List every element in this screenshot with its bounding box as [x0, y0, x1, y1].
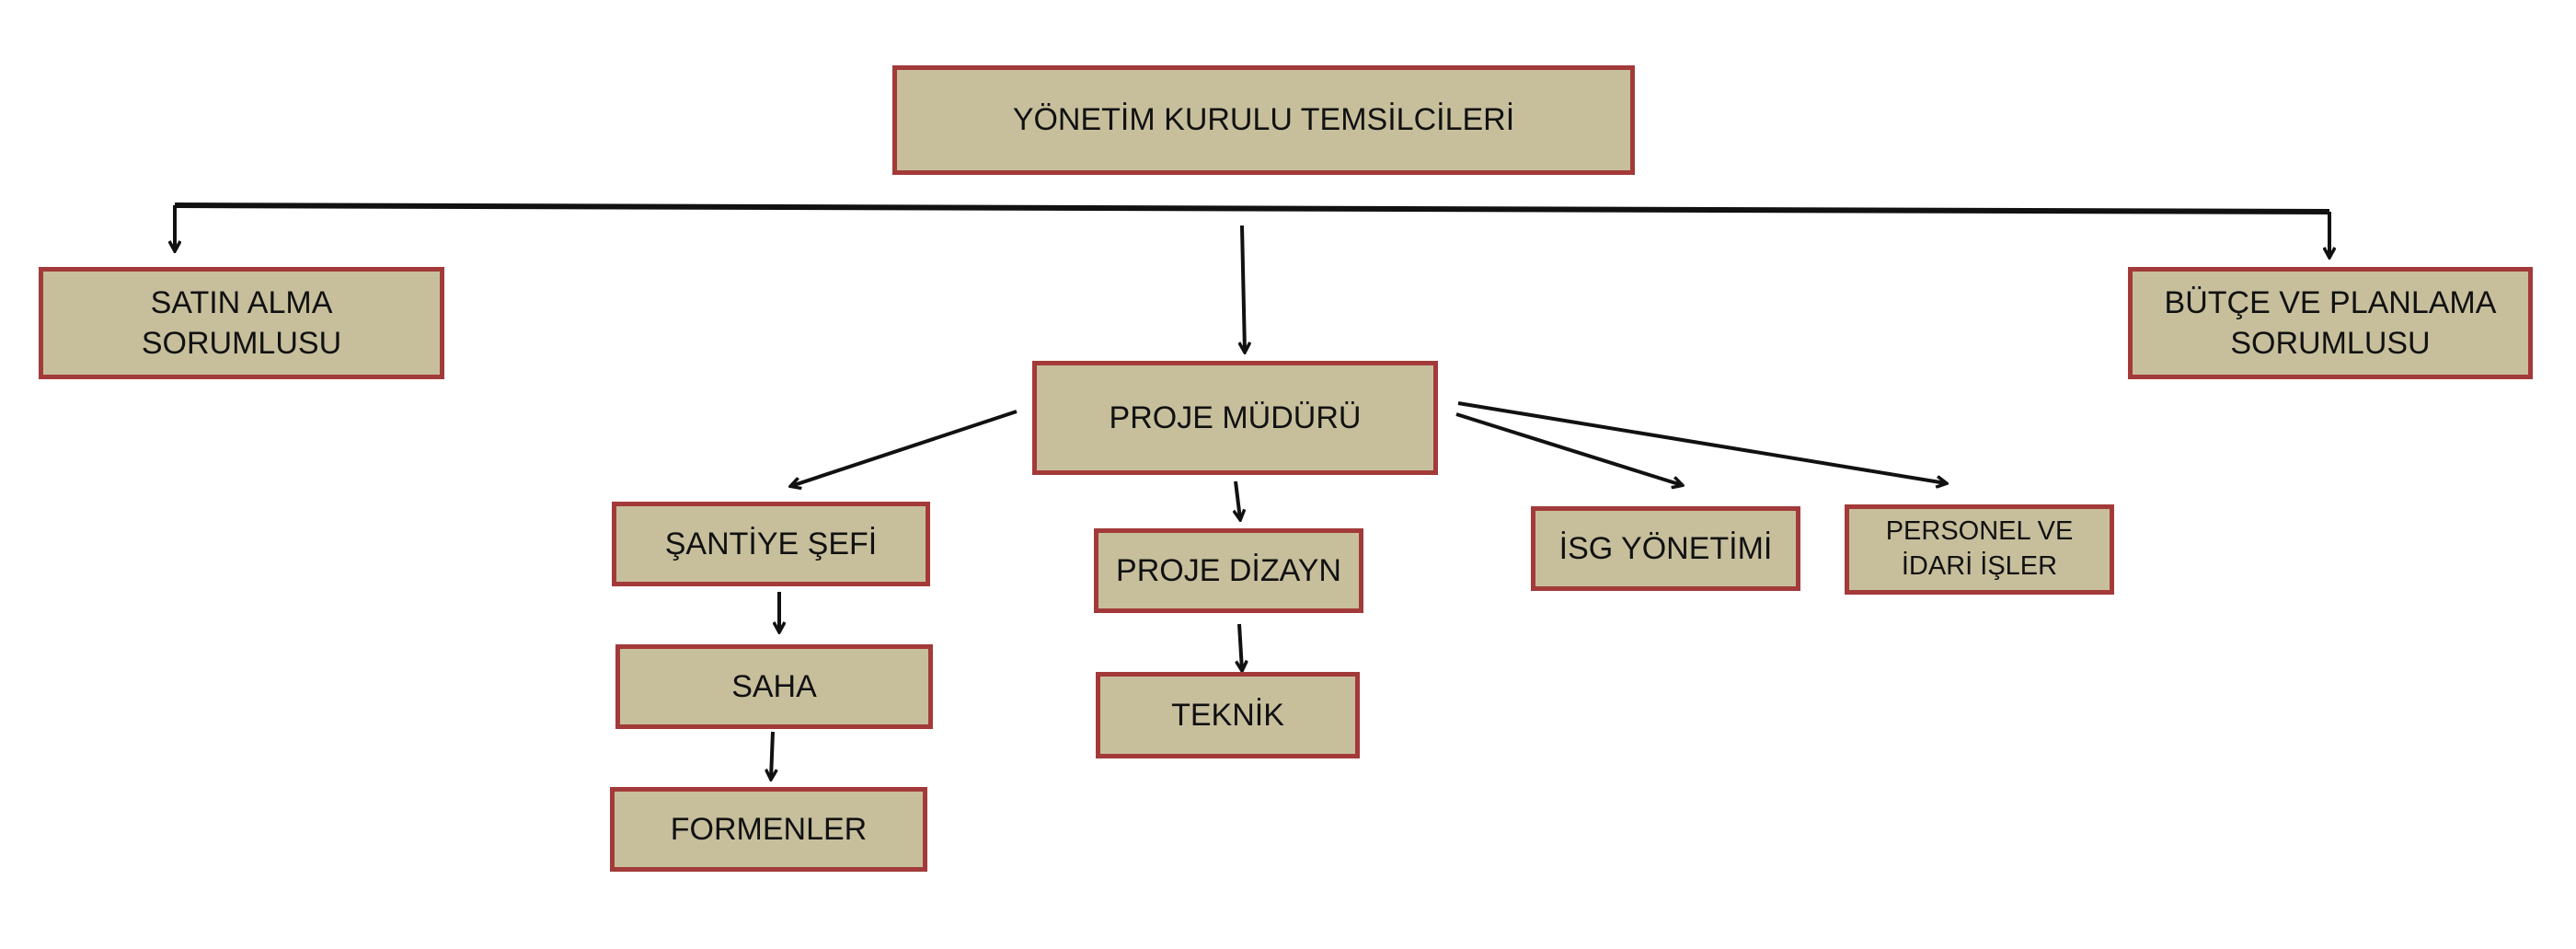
- node-foremen-label: FORMENLER: [670, 811, 868, 847]
- edge-board-project-manager: [1242, 225, 1245, 352]
- edge-pm-personnel: [1457, 401, 1946, 483]
- edge-pm-project-design: [1236, 480, 1240, 519]
- node-site-chief: ŞANTİYE ŞEFİ: [612, 502, 930, 586]
- board-bus-line: [174, 203, 2330, 214]
- node-purchasing: SATIN ALMA SORUMLUSU: [39, 267, 444, 379]
- node-project-manager: PROJE MÜDÜRÜ: [1032, 361, 1438, 475]
- node-budget: BÜTÇE VE PLANLAMA SORUMLUSU: [2128, 267, 2533, 379]
- node-technical-label: TEKNİK: [1171, 697, 1284, 733]
- node-personnel: PERSONEL VE İDARİ İŞLER: [1845, 504, 2114, 595]
- node-project-manager-label: PROJE MÜDÜRÜ: [1109, 399, 1362, 435]
- node-site-chief-label: ŞANTİYE ŞEFİ: [664, 526, 878, 561]
- node-foremen: FORMENLER: [610, 787, 927, 872]
- node-budget-label: BÜTÇE VE PLANLAMA SORUMLUSU: [2164, 284, 2497, 361]
- node-site: SAHA: [615, 644, 933, 729]
- node-board-label: YÖNETİM KURULU TEMSİLCİLERİ: [1012, 102, 1515, 138]
- node-site-label: SAHA: [731, 668, 817, 704]
- node-ohs-label: İSG YÖNETİMİ: [1558, 530, 1773, 566]
- edge-pm-site-chief: [791, 410, 1018, 486]
- node-project-design-label: PROJE DİZAYN: [1116, 552, 1341, 588]
- node-board: YÖNETİM KURULU TEMSİLCİLERİ: [892, 65, 1635, 175]
- node-purchasing-label: SATIN ALMA SORUMLUSU: [141, 284, 342, 361]
- edge-design-technical: [1239, 623, 1242, 670]
- node-project-design: PROJE DİZAYN: [1094, 528, 1363, 613]
- edge-pm-ohs: [1455, 412, 1682, 485]
- node-technical: TEKNİK: [1096, 672, 1360, 758]
- node-personnel-label: PERSONEL VE İDARİ İŞLER: [1885, 516, 2074, 581]
- node-ohs: İSG YÖNETİMİ: [1531, 506, 1800, 591]
- edge-site-foremen: [771, 731, 773, 779]
